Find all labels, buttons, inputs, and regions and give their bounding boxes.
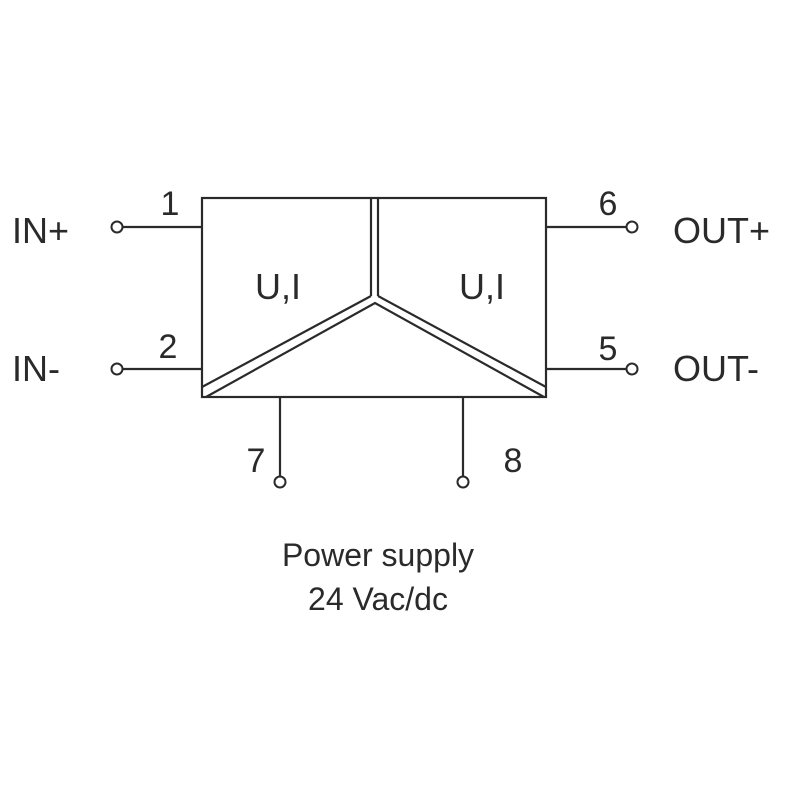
isolation-line <box>377 295 547 388</box>
terminal-number: 6 <box>599 185 618 223</box>
in-plus-label: IN+ <box>12 210 69 251</box>
terminal-circle <box>456 475 470 489</box>
terminal-in-minus: IN- 2 <box>12 328 202 389</box>
terminal-out-minus: OUT- 5 <box>546 330 759 389</box>
converter-block: U,I U,I <box>200 196 548 399</box>
isolation-line <box>201 295 372 388</box>
terminal-circle <box>625 362 639 376</box>
terminal-circle <box>625 220 639 234</box>
terminal-supply-8: 8 <box>456 397 523 489</box>
terminal-number: 1 <box>161 185 180 223</box>
isolation-line <box>205 301 545 398</box>
terminal-supply-7: 7 <box>247 397 287 489</box>
out-plus-label: OUT+ <box>673 210 770 251</box>
terminal-circle <box>273 475 287 489</box>
in-minus-label: IN- <box>12 348 60 389</box>
power-supply-voltage: 24 Vac/dc <box>308 581 448 617</box>
terminal-in-plus: IN+ 1 <box>12 185 202 251</box>
terminal-circle <box>110 362 124 376</box>
terminal-number: 8 <box>504 442 523 480</box>
power-supply-label: Power supply <box>282 537 474 573</box>
terminal-circle <box>110 220 124 234</box>
out-minus-label: OUT- <box>673 348 759 389</box>
terminal-number: 2 <box>159 328 178 366</box>
right-block-label: U,I <box>459 266 505 307</box>
left-block-label: U,I <box>255 266 301 307</box>
block-outline <box>200 196 548 399</box>
terminal-number: 5 <box>599 330 618 368</box>
terminal-out-plus: OUT+ 6 <box>546 185 770 251</box>
terminal-number: 7 <box>247 442 266 480</box>
